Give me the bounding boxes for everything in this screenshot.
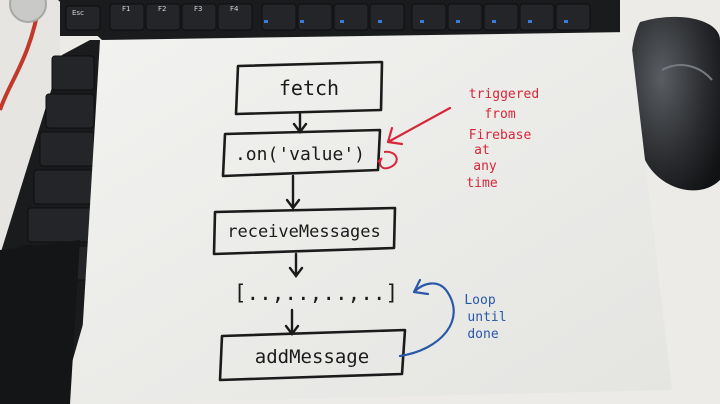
red-note-line-2: from [484,107,515,122]
step-add-message: addMessage [255,346,369,368]
arrow-1 [292,112,308,134]
key-esc [65,5,101,31]
desk-knob [9,0,47,23]
arrow-2 [285,174,301,210]
key-label-f2: F2 [158,5,166,13]
blue-note-line-3: done [467,327,498,342]
red-loop-icon [377,150,398,170]
paper-sheet [78,32,672,404]
key-f4 [217,3,253,31]
arrow-4 [284,308,300,336]
key-label-f4: F4 [230,5,239,13]
box-fetch [234,60,384,116]
key-label-f1: F1 [122,5,130,13]
key-f2 [145,3,181,31]
box-receive-messages [212,206,397,256]
blue-note-line-1: Loop [464,293,495,308]
step-array: [..,..,..,..] [234,281,398,305]
desk-pad [0,240,80,404]
box-add-message [218,328,407,382]
blue-note-line-2: until [467,310,506,325]
flow-arrows [284,112,308,336]
red-note-line-5: any [473,159,497,174]
red-note-line-3: Firebase [469,128,532,143]
mouse [630,16,720,191]
arrow-3 [288,252,304,278]
red-note-line-6: time [466,176,497,191]
key-label-f3: F3 [194,5,202,13]
box-on-value [221,128,382,178]
key-label-esc: Esc [72,9,84,17]
key-f1 [109,3,145,31]
key-f3 [181,3,217,31]
step-fetch: fetch [279,76,339,100]
flowchart [212,60,407,382]
red-note-line-4: at [474,143,490,158]
step-on-value: .on('value') [235,144,365,165]
blue-loop-arrow [398,278,455,358]
step-receive-messages: receiveMessages [227,222,381,242]
red-arrow [386,106,452,146]
red-note-line-1: triggered [469,87,539,102]
